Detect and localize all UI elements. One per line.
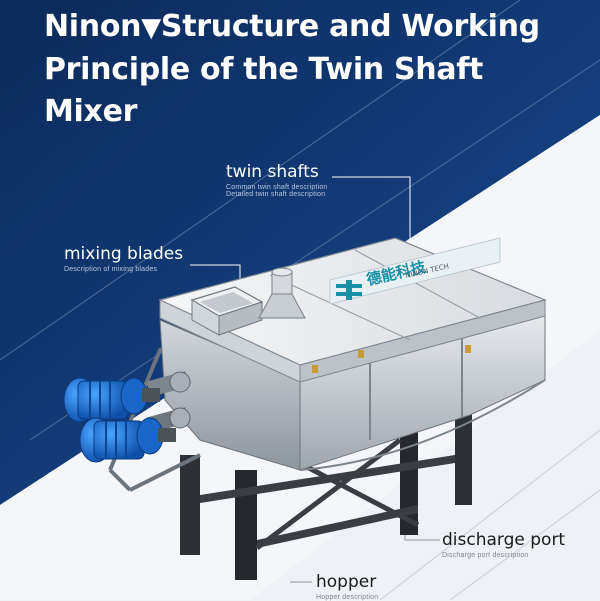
title-line1: Structure and Working — [160, 9, 540, 44]
callout-discharge-port: discharge port Discharge port descriptio… — [442, 530, 565, 559]
callout-hopper: hopper Hopper description — [316, 572, 378, 601]
callout-label: discharge port — [442, 530, 566, 550]
callout-twin-shafts: twin shafts Common twin shaft descriptio… — [226, 162, 328, 198]
callout-subtext: Detailed twin shaft description — [226, 191, 326, 198]
callout-subtext: Discharge port description — [442, 552, 529, 559]
callout-subtext: Description of mixing blades — [64, 266, 158, 273]
callout-mixing-blades: mixing blades Description of mixing blad… — [64, 244, 183, 273]
drive-motor-upper — [63, 377, 160, 423]
brand-symbol: ▼ — [141, 13, 161, 43]
callout-label: hopper — [316, 572, 377, 592]
title-line2: Principle of the Twin Shaft Mixer — [44, 52, 484, 129]
drive-motor-lower — [79, 417, 176, 463]
lid-latches — [312, 345, 471, 373]
brand-name: Ninon — [44, 9, 142, 44]
feed-funnel — [258, 267, 306, 319]
callout-subtext: Hopper description — [316, 594, 379, 601]
page-title: Ninon▼Structure and Working Principle of… — [44, 6, 584, 133]
callout-label: twin shafts — [226, 162, 319, 182]
callout-label: mixing blades — [64, 244, 184, 264]
hopper-box — [190, 286, 264, 336]
callout-subtext: Common twin shaft description — [226, 184, 328, 191]
support-frame — [180, 400, 472, 580]
